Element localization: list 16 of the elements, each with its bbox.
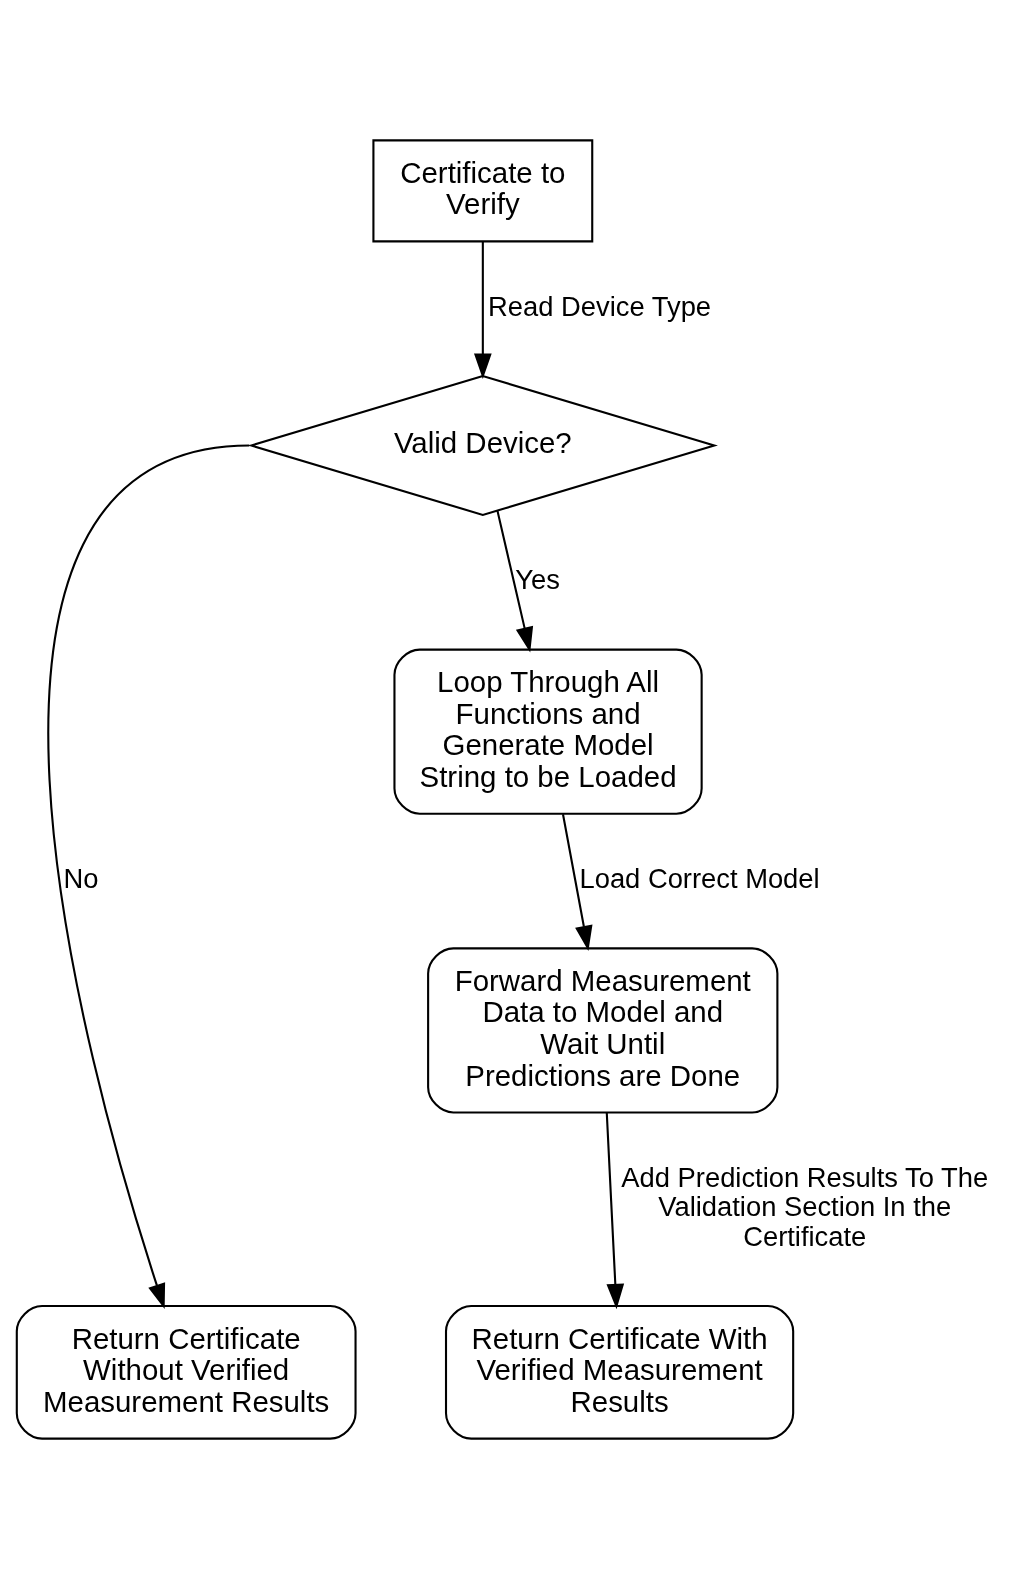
node-box: Certificate to Verify: [372, 139, 594, 243]
edge-label: Add Prediction Results To The Validation Section In the Certificate: [621, 1161, 989, 1252]
edge-label: Yes: [515, 564, 560, 596]
arrow: [561, 814, 593, 952]
edge-label: No: [63, 863, 99, 895]
node-box: Forward Measurement Data to Model and Wait Until Predictions are Done: [427, 947, 779, 1114]
arrow: [496, 510, 534, 653]
edge-label: Read Device Type: [488, 290, 712, 322]
node-box: Loop Through All Functions and Generate Model String to be Loaded: [393, 648, 703, 815]
node-box: Return Certificate With Verified Measurement Results: [444, 1305, 795, 1440]
arrow: [605, 1112, 625, 1310]
edge-label: Load Correct Model: [579, 863, 820, 895]
node-box: Return Certificate Without Verified Measurement Results: [15, 1305, 357, 1440]
arrow: [474, 241, 492, 379]
node-diamond: Valid Device?: [247, 374, 718, 517]
arrow: [48, 444, 250, 1309]
